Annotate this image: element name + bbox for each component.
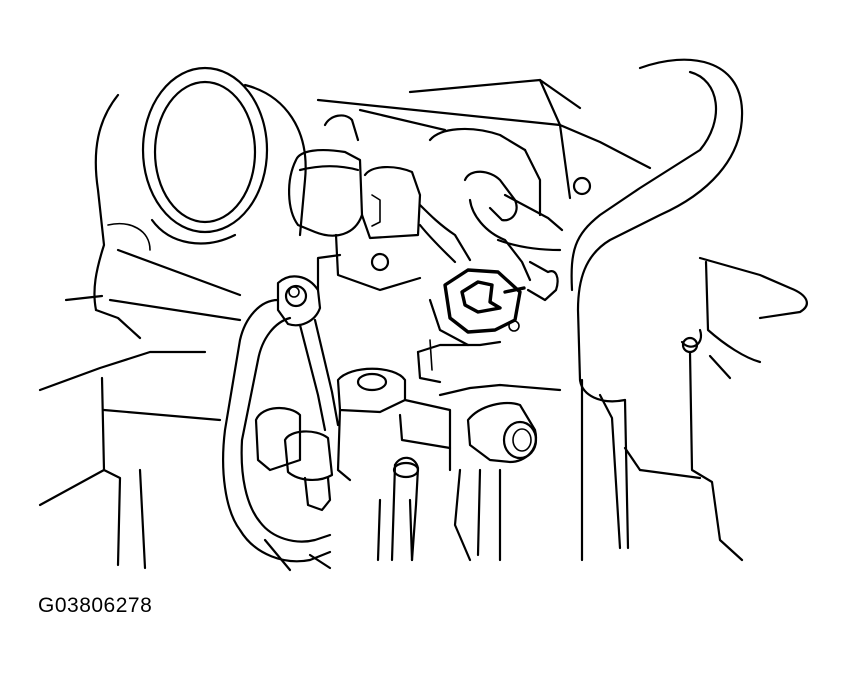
union-bolt [466,402,538,464]
fuel-pipe-with-fitting [222,275,340,572]
large-pipe-right [570,58,744,562]
engine-block-right [623,256,808,562]
solenoid-connector [287,114,472,292]
intake-plenum [316,78,652,217]
figure-id-label: G03806278 [38,594,153,617]
throttle-body-housing [141,66,307,245]
engine-block-left [38,93,242,570]
lower-hose [390,456,420,562]
vsv-sensor-highlight [416,268,526,384]
lower-manifold [336,367,562,562]
vacuum-hoses [463,170,564,302]
